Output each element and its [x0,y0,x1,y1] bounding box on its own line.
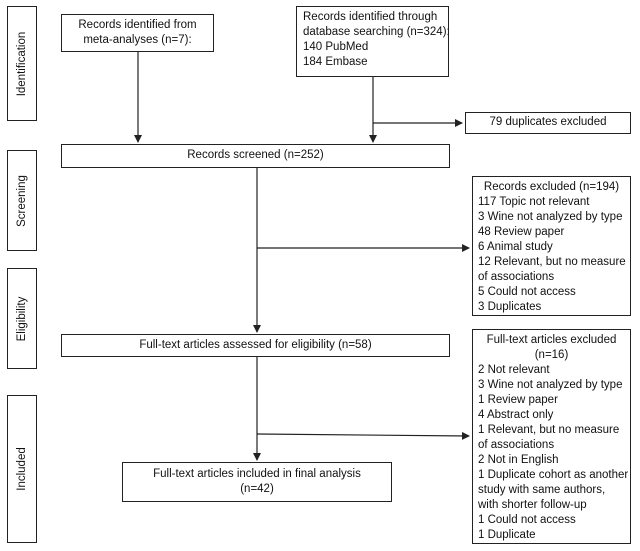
stage-identification-label: Identification [16,31,28,96]
records-excluded-item: 12 Relevant, but no measure [478,256,626,268]
meta-analyses-line: meta-analyses (n=7): [83,34,192,46]
records-screened-text: Records screened (n=252) [187,149,324,161]
database-line: 184 Embase [303,56,368,68]
fulltext-excluded-item: 3 Wine not analyzed by type [478,379,623,391]
stage-included: Included [7,395,37,543]
fulltext-excluded-title: Full-text articles excluded [486,334,617,346]
stage-eligibility: Eligibility [7,268,37,369]
records-excluded-item: 3 Wine not analyzed by type [478,211,623,223]
box-records-excluded: Records excluded (n=194) 117 Topic not r… [472,176,631,316]
records-excluded-item: of associations [478,271,555,283]
box-database-searching: Records identified through database sear… [296,6,450,77]
arrow-to-fulltext-excluded [256,431,470,440]
database-line: 140 PubMed [303,41,369,53]
final-analysis-line: Full-text articles included in final ana… [153,468,361,480]
box-final-analysis: Full-text articles included in final ana… [122,462,392,502]
fulltext-excluded-item: 1 Relevant, but no measure [478,424,620,436]
records-excluded-item: 48 Review paper [478,226,565,238]
stage-included-label: Included [16,447,28,491]
stage-eligibility-label: Eligibility [16,296,28,341]
records-excluded-item: 5 Could not access [478,286,576,298]
stage-identification: Identification [7,6,37,121]
fulltext-excluded-item: study with same authors, [478,484,606,496]
records-excluded-item: 6 Animal study [478,241,553,253]
database-line: database searching (n=324): [303,26,450,38]
fulltext-excluded-title: (n=16) [534,349,569,361]
fulltext-assessed-text: Full-text articles assessed for eligibil… [139,339,372,351]
fulltext-excluded-item: 1 Could not access [478,514,576,526]
records-excluded-item: 117 Topic not relevant [478,196,590,208]
fulltext-excluded-item: 2 Not in English [478,454,559,466]
box-meta-analyses: Records identified from meta-analyses (n… [61,14,214,52]
fulltext-excluded-item: 1 Duplicate [478,529,536,541]
records-excluded-item: 3 Duplicates [478,301,542,313]
box-records-screened: Records screened (n=252) [61,144,450,168]
fulltext-excluded-item: 1 Duplicate cohort as another [478,469,629,481]
fulltext-excluded-item: 1 Review paper [478,394,558,406]
final-analysis-line: (n=42) [240,483,274,495]
meta-analyses-line: Records identified from [78,19,197,31]
fulltext-excluded-item: 2 Not relevant [478,364,550,376]
box-duplicates-excluded: 79 duplicates excluded [465,112,631,134]
fulltext-excluded-item: of associations [478,439,555,451]
stage-screening-label: Screening [16,174,28,227]
fulltext-excluded-item: 4 Abstract only [478,409,554,421]
stage-screening: Screening [7,150,37,251]
box-fulltext-excluded: Full-text articles excluded (n=16) 2 Not… [472,329,631,544]
box-fulltext-assessed: Full-text articles assessed for eligibil… [61,334,450,357]
fulltext-excluded-item: with shorter follow-up [478,499,587,511]
database-line: Records identified through [303,11,438,23]
records-excluded-title: Records excluded (n=194) [483,181,620,193]
duplicates-text: 79 duplicates excluded [489,116,607,128]
